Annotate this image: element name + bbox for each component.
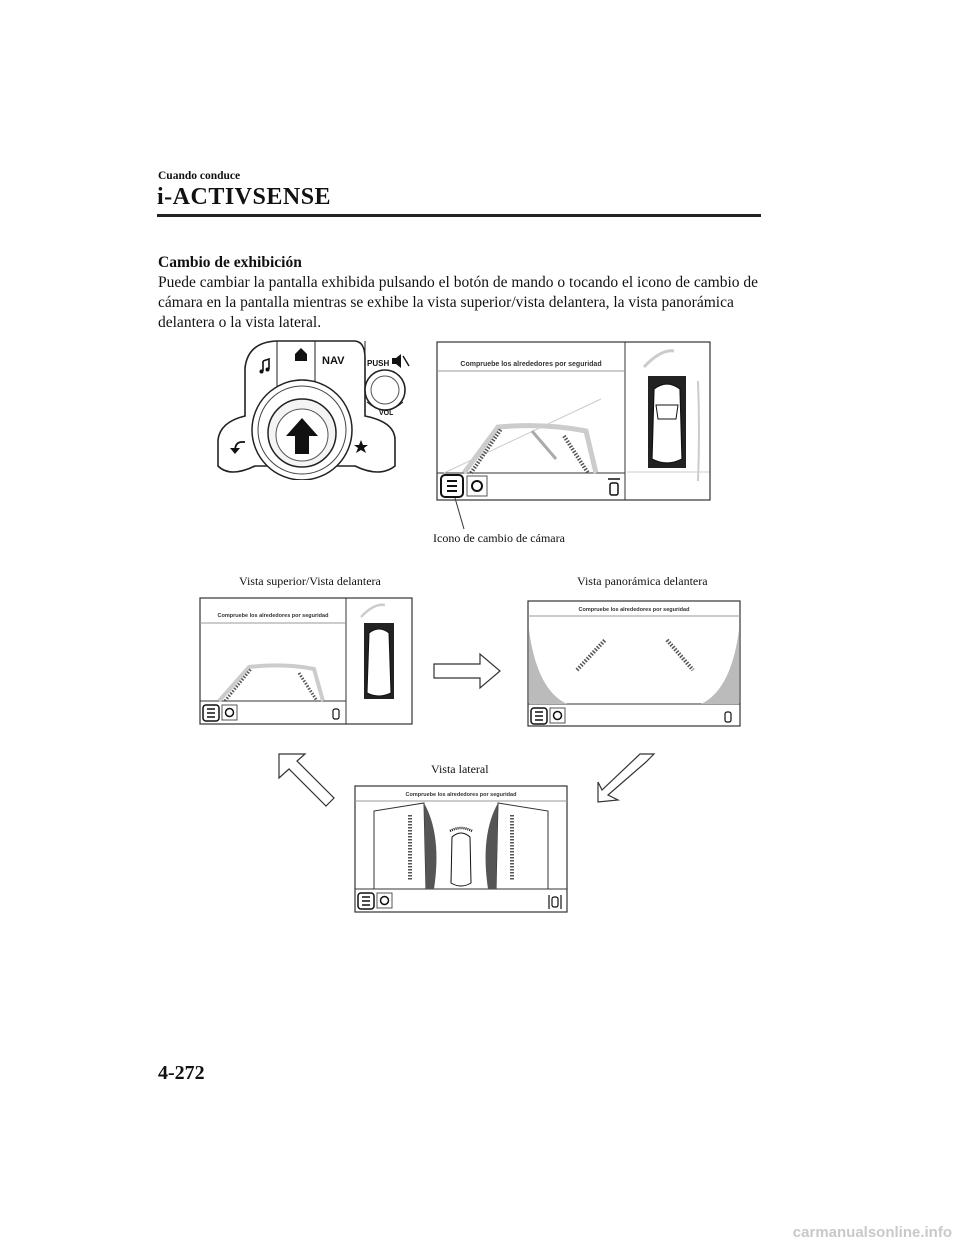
arrow-icon <box>278 753 335 807</box>
parking-sensor-icon <box>608 478 620 496</box>
push-label: PUSH <box>367 359 389 368</box>
screen-message: Compruebe los alrededores por seguridad <box>218 613 329 619</box>
back-icon <box>230 441 245 454</box>
parking-sensor-icon <box>724 711 732 723</box>
main-display-illustration: Compruebe los alrededores por seguridad <box>436 341 711 501</box>
arrow-icon <box>597 753 656 803</box>
camera-switch-icon[interactable] <box>530 707 548 725</box>
screen-message: Compruebe los alrededores por seguridad <box>406 792 517 798</box>
panoramic-view-screen: Compruebe los alrededores por seguridad <box>527 600 741 727</box>
watermark: carmanualsonline.info <box>792 1224 952 1241</box>
top-front-view-screen: Compruebe los alrededores por seguridad <box>199 597 413 725</box>
callout-line <box>454 497 465 530</box>
gear-icon[interactable] <box>376 892 393 909</box>
camera-switch-icon[interactable] <box>440 474 464 498</box>
camera-icon-caption: Icono de cambio de cámara <box>433 531 565 545</box>
volume-knob <box>364 369 406 411</box>
gear-icon[interactable] <box>221 704 238 721</box>
side-view-screen: Compruebe los alrededores por seguridad <box>354 785 568 913</box>
gear-icon[interactable] <box>466 475 488 497</box>
section-label: Cuando conduce <box>158 170 241 182</box>
mute-icon <box>392 354 410 368</box>
camera-switch-icon[interactable] <box>202 704 220 722</box>
gear-icon[interactable] <box>549 707 566 724</box>
star-icon <box>354 440 368 453</box>
top-front-view-caption: Vista superior/Vista delantera <box>239 574 381 588</box>
header-divider <box>157 214 761 217</box>
page-title: i-ACTIVSENSE <box>157 184 332 210</box>
music-note-icon <box>259 357 270 374</box>
side-view-caption: Vista lateral <box>431 762 489 776</box>
camera-switch-icon[interactable] <box>357 892 375 910</box>
body-paragraph: Puede cambiar la pantalla exhibida pulsa… <box>158 274 759 331</box>
commander-controller-illustration: NAV PUSH VOL <box>217 340 410 480</box>
nav-label: NAV <box>322 355 345 367</box>
screen-message: Compruebe los alrededores por seguridad <box>460 361 601 368</box>
screen-message: Compruebe los alrededores por seguridad <box>579 607 690 613</box>
vol-label: VOL <box>379 410 394 417</box>
arrow-icon <box>433 652 501 690</box>
parking-sensor-icon <box>332 708 340 720</box>
parking-sensor-icon <box>548 895 562 909</box>
home-icon <box>295 348 307 361</box>
page-number: 4-272 <box>158 1062 205 1084</box>
arrow-icon <box>286 418 318 454</box>
subheading: Cambio de exhibición <box>158 254 302 271</box>
panoramic-view-caption: Vista panorámica delantera <box>577 574 708 588</box>
